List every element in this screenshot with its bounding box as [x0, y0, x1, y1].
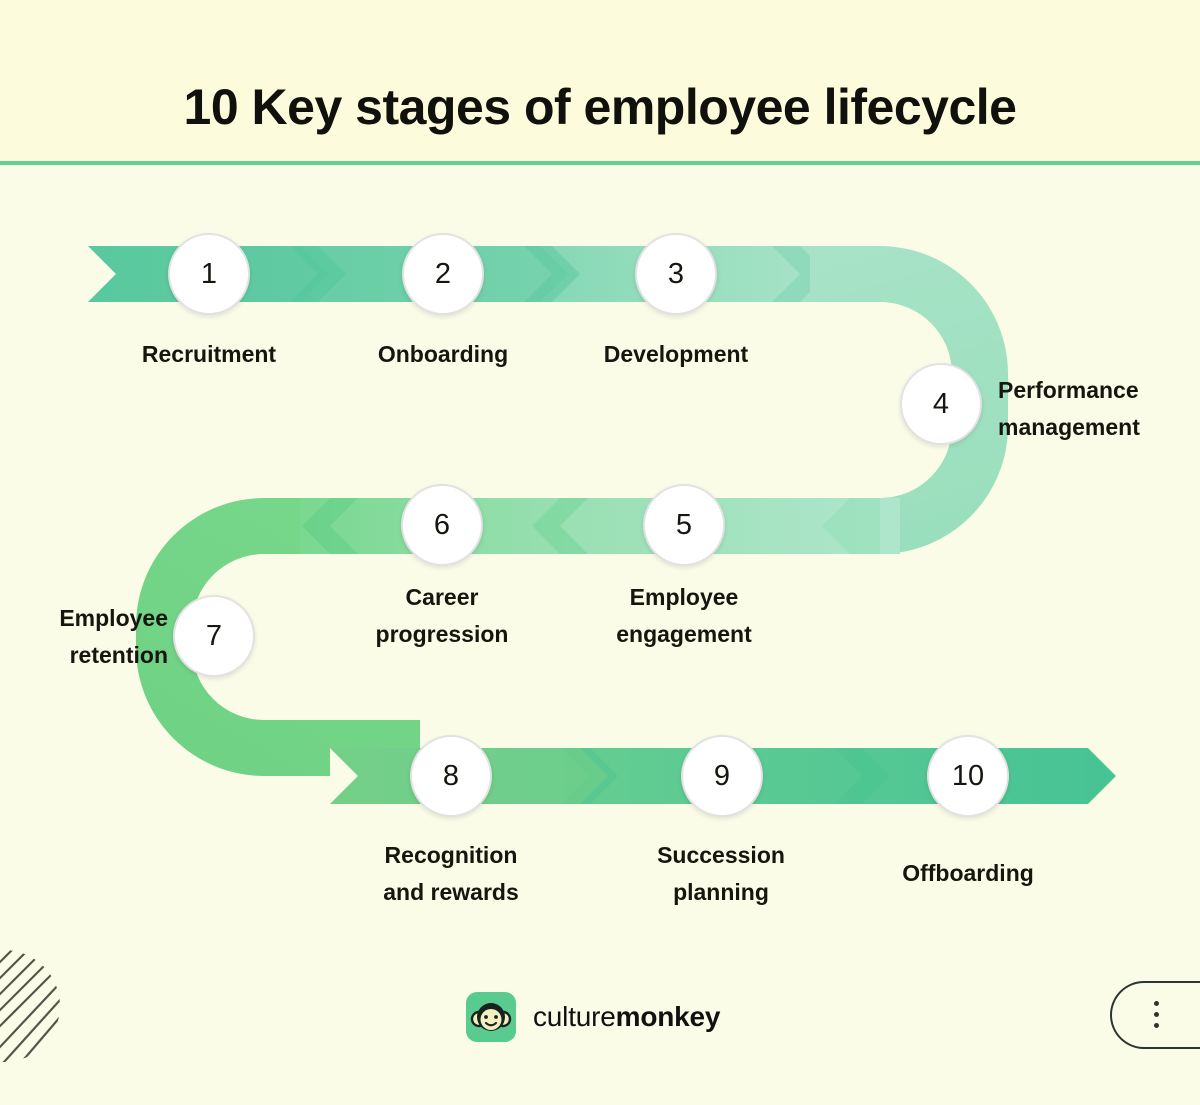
brand-wordmark: culturemonkey: [533, 1001, 720, 1033]
step-number: 1: [200, 257, 218, 290]
step-node-9[interactable]: 9: [681, 735, 763, 817]
kebab-dot: [1154, 1001, 1159, 1006]
step-node-6[interactable]: 6: [401, 484, 483, 566]
kebab-dot: [1154, 1023, 1159, 1028]
kebab-menu-icon: [1154, 1001, 1159, 1028]
page-header: 10 Key stages of employee lifecycle: [0, 0, 1200, 164]
step-label-9: Succession planning: [657, 842, 785, 906]
step-node-3[interactable]: 3: [635, 233, 717, 315]
diagonal-hatch-circle: [0, 950, 60, 1062]
step-label-3: Development: [603, 341, 749, 367]
step-label-6: Career progression: [375, 584, 509, 648]
step-node-10[interactable]: 10: [927, 735, 1009, 817]
step-number: 9: [713, 759, 731, 792]
step-node-1[interactable]: 1: [168, 233, 250, 315]
step-label-8: Recognition and rewards: [383, 842, 519, 906]
ribbon-corner-right: [810, 246, 1008, 554]
step-number: 2: [434, 257, 452, 290]
step-label-1: Recruitment: [141, 341, 277, 367]
hatch-icon: [0, 950, 60, 1062]
kebab-menu-button[interactable]: [1110, 981, 1200, 1049]
step-label-4: Performance management: [998, 377, 1140, 441]
step-label-10: Offboarding: [902, 860, 1034, 886]
step-node-8[interactable]: 8: [410, 735, 492, 817]
ribbon-row-2: [270, 498, 900, 554]
brand-word-bold: monkey: [615, 1001, 721, 1032]
step-label-2: Onboarding: [377, 341, 509, 367]
step-number: 8: [442, 759, 460, 792]
brand-logo: culturemonkey: [466, 992, 720, 1042]
step-number: 3: [667, 257, 685, 290]
step-number: 5: [675, 508, 693, 541]
kebab-dot: [1154, 1012, 1159, 1017]
step-node-4[interactable]: 4: [900, 363, 982, 445]
step-node-5[interactable]: 5: [643, 484, 725, 566]
monkey-face-icon: [466, 992, 516, 1042]
step-number: 7: [205, 619, 223, 652]
lifecycle-diagram: 1 2 3 4 5 6 7 8 9 10 Recruitment Onboard…: [0, 164, 1200, 944]
header-divider: [0, 161, 1200, 165]
step-label-7: Employee retention: [59, 605, 168, 669]
step-number: 4: [932, 387, 950, 420]
step-number: 6: [433, 508, 451, 541]
brand-word-light: culture: [533, 1001, 616, 1032]
step-label-5: Employee engagement: [616, 584, 752, 648]
page-title: 10 Key stages of employee lifecycle: [183, 78, 1017, 135]
step-node-2[interactable]: 2: [402, 233, 484, 315]
ribbon-corner-left: [136, 498, 420, 776]
step-number: 10: [951, 759, 985, 792]
step-node-7[interactable]: 7: [173, 595, 255, 677]
